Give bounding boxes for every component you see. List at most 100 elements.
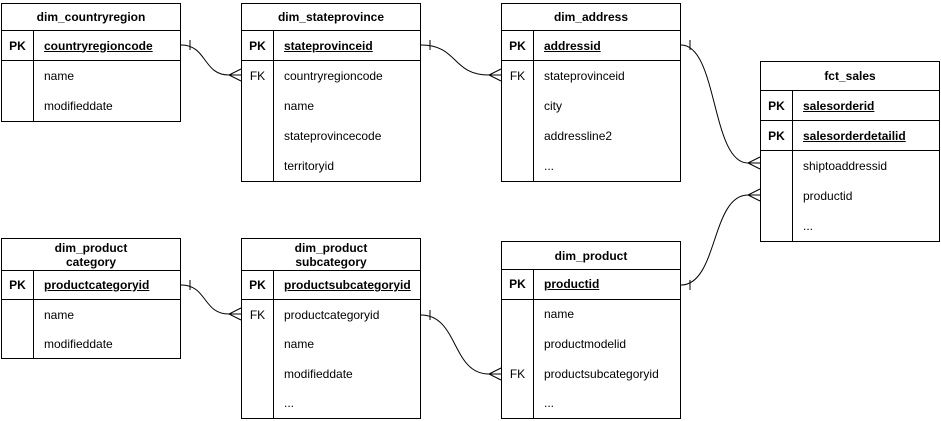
column-row-name[interactable]: name bbox=[502, 299, 680, 330]
key-badge-fk: FK bbox=[242, 61, 274, 91]
column-name-cell: modifieddate bbox=[274, 359, 420, 388]
key-badge-empty bbox=[242, 91, 274, 121]
column-name-text: productcategoryid bbox=[44, 278, 150, 292]
column-row-productmodelid[interactable]: productmodelid bbox=[502, 329, 680, 359]
column-name-text: name bbox=[544, 307, 575, 322]
column-row-addressline2[interactable]: addressline2 bbox=[502, 121, 680, 151]
key-badge-pk: PK bbox=[2, 31, 34, 60]
column-name-text: city bbox=[544, 99, 562, 113]
relationship-line bbox=[420, 44, 490, 76]
relationship-dim_stateprovince--dim_address[interactable] bbox=[420, 40, 502, 82]
column-name-text: productmodelid bbox=[544, 336, 627, 351]
column-name-cell: modifieddate bbox=[34, 91, 180, 121]
relationship-line bbox=[180, 44, 230, 76]
relationship-line bbox=[680, 44, 749, 164]
relationship-dim_address--fct_sales[interactable] bbox=[680, 40, 761, 170]
column-row-stateprovincecode[interactable]: stateprovincecode bbox=[242, 121, 420, 151]
table-title-text: dim_product bbox=[294, 240, 368, 255]
key-badge-pk: PK bbox=[761, 121, 793, 150]
column-row-name[interactable]: name bbox=[242, 329, 420, 360]
column-name-cell: countryregioncode bbox=[274, 61, 420, 91]
column-row-name[interactable]: name bbox=[242, 91, 420, 121]
table-title-dim_product: dim_product bbox=[502, 242, 680, 270]
table-title-text: subcategory bbox=[295, 254, 367, 269]
column-row-productid[interactable]: productid bbox=[761, 181, 939, 211]
column-name-cell: productcategoryid bbox=[274, 300, 420, 329]
key-badge-empty bbox=[242, 329, 274, 360]
key-badge-empty bbox=[502, 388, 534, 418]
key-badge-empty bbox=[242, 121, 274, 151]
column-name-cell: name bbox=[274, 91, 420, 121]
key-badge-empty bbox=[502, 121, 534, 151]
column-row-city[interactable]: city bbox=[502, 91, 680, 121]
column-row-countryregioncode[interactable]: FK countryregioncode bbox=[242, 61, 420, 91]
key-badge-fk: FK bbox=[242, 300, 274, 330]
column-name-text: modifieddate bbox=[44, 99, 113, 113]
column-row-shiptoaddressid[interactable]: shiptoaddressid bbox=[761, 151, 939, 181]
relationship-dim_productsubcategory--dim_product[interactable] bbox=[420, 310, 502, 381]
column-row-territoryid[interactable]: territoryid bbox=[242, 151, 420, 181]
column-name-cell: addressid bbox=[534, 31, 680, 60]
column-name-text: salesorderdetailid bbox=[803, 128, 906, 143]
column-row-more-columns[interactable]: ... bbox=[502, 388, 680, 418]
table-title-text: fct_sales bbox=[824, 69, 876, 83]
column-name-cell: countryregioncode bbox=[34, 31, 180, 60]
column-row-salesorderdetailid[interactable]: PK salesorderdetailid bbox=[761, 121, 939, 151]
column-row-name[interactable]: name bbox=[2, 61, 180, 91]
column-row-productcategoryid[interactable]: PK productcategoryid bbox=[2, 271, 180, 300]
relationship-dim_productcategory--dim_productsubcategory[interactable] bbox=[180, 280, 242, 321]
column-name-cell: name bbox=[274, 330, 420, 359]
column-row-more-columns[interactable]: ... bbox=[761, 211, 939, 241]
column-row-modifieddate[interactable]: modifieddate bbox=[2, 91, 180, 121]
table-title-fct_sales: fct_sales bbox=[761, 62, 939, 91]
column-name-text: addressid bbox=[544, 38, 601, 53]
key-badge-pk: PK bbox=[2, 271, 34, 299]
key-badge-empty bbox=[242, 151, 274, 181]
column-name-text: territoryid bbox=[284, 159, 335, 173]
column-row-addressid[interactable]: PK addressid bbox=[502, 31, 680, 61]
table-title-text: category bbox=[65, 254, 117, 269]
column-row-more-columns[interactable]: ... bbox=[502, 151, 680, 181]
column-row-modifieddate[interactable]: modifieddate bbox=[242, 359, 420, 389]
cardinality-many-crowfoot-icon bbox=[487, 68, 502, 82]
cardinality-many-crowfoot-icon bbox=[227, 68, 242, 82]
cardinality-many-crowfoot-icon bbox=[746, 188, 761, 202]
column-name-cell: productcategoryid bbox=[34, 271, 180, 299]
column-name-cell: modifieddate bbox=[34, 329, 180, 358]
relationship-line bbox=[180, 284, 230, 315]
column-name-text: countryregioncode bbox=[284, 69, 383, 83]
relationship-dim_product--fct_sales[interactable] bbox=[680, 188, 761, 290]
column-name-cell: ... bbox=[793, 211, 939, 241]
column-row-more-columns[interactable]: ... bbox=[242, 388, 420, 418]
key-badge-empty bbox=[2, 91, 34, 121]
column-row-modifieddate[interactable]: modifieddate bbox=[2, 329, 180, 358]
key-badge-pk: PK bbox=[502, 31, 534, 60]
relationship-dim_countryregion--dim_stateprovince[interactable] bbox=[180, 40, 242, 82]
key-badge-empty bbox=[2, 329, 34, 358]
relationship-line bbox=[680, 194, 749, 286]
column-name-text: productsubcategoryid bbox=[284, 278, 411, 293]
table-title-text: dim_product bbox=[54, 240, 128, 255]
column-name-text: ... bbox=[544, 396, 555, 411]
column-name-cell: ... bbox=[274, 389, 420, 418]
column-row-name[interactable]: name bbox=[2, 300, 180, 329]
table-title-text: dim_address bbox=[553, 10, 629, 24]
column-name-cell: stateprovinceid bbox=[274, 31, 420, 60]
